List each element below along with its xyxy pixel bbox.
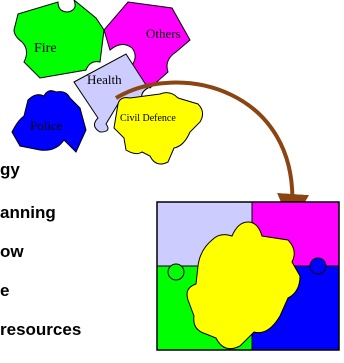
others-piece: Others [103,1,191,89]
assembled-puzzle [156,201,340,351]
text-line-5: resources [0,320,82,339]
transition-arrow [114,80,310,226]
civil-defence-piece-shape [113,92,204,165]
puzzle-knob-left [167,263,185,281]
fire-piece: Fire [13,0,105,79]
puzzle-border [156,201,340,351]
others-label: Others [146,26,181,41]
puzzle-center [186,221,301,350]
fire-label: Fire [34,41,57,56]
text-line-1: gy [0,160,20,179]
health-label: Health [87,72,122,87]
health-piece-shape [73,53,149,133]
police-piece-shape [11,90,87,153]
others-piece-shape [103,1,191,89]
text-line-4: e [0,281,10,300]
fire-piece-shape [13,0,105,79]
text-line-2: anning [0,203,56,222]
puzzle-knob-right [309,257,327,275]
health-piece: Health [73,53,149,133]
text-line-3: ow [0,242,24,261]
police-piece: Police [11,90,87,153]
civil-defence-label: Civil Defence [120,113,176,124]
police-label: Police [30,118,63,133]
civil-defence-piece: Civil Defence [113,92,204,165]
